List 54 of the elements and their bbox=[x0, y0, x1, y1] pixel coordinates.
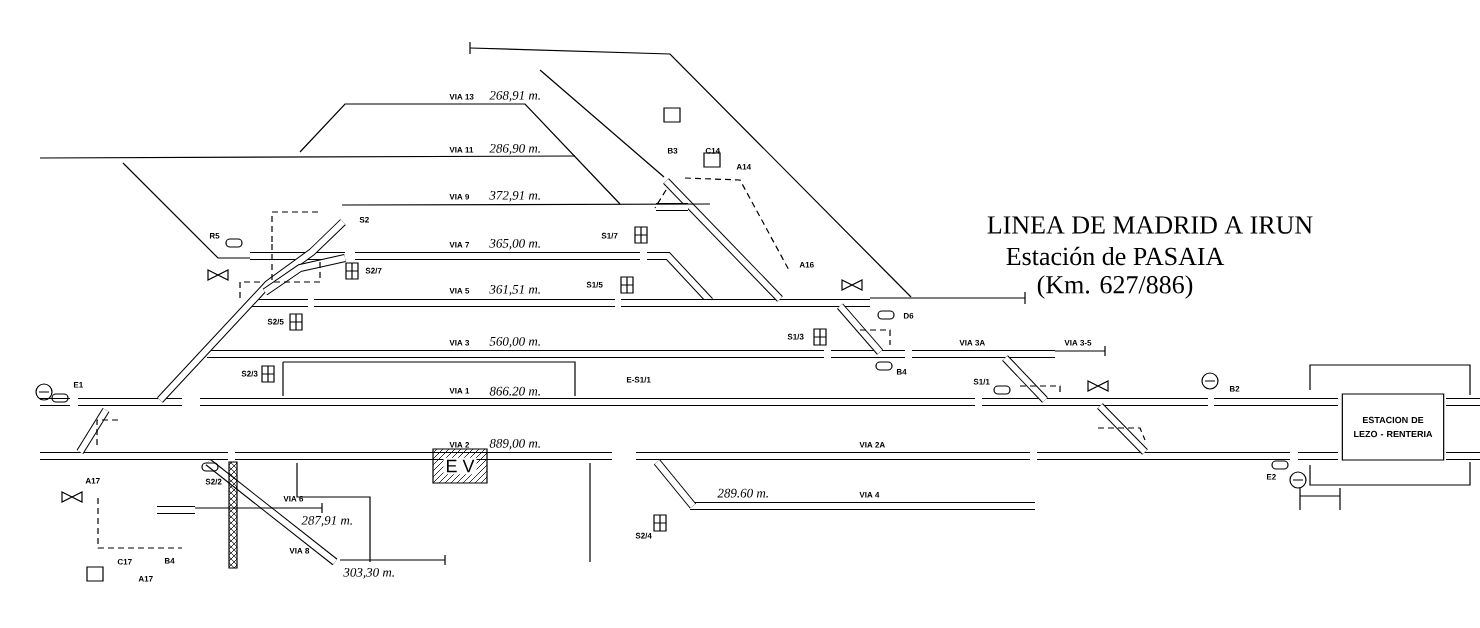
length-label: 287,91 m. bbox=[301, 516, 352, 527]
track-label: VIA 3-5 bbox=[1064, 339, 1092, 346]
length-label: 560,00 m. bbox=[489, 337, 540, 348]
track-label: VIA 11 bbox=[449, 147, 474, 153]
signal-label: C14 bbox=[705, 147, 720, 154]
track-label: VIA 4 bbox=[859, 492, 880, 498]
signal-label: S2/4 bbox=[635, 532, 652, 539]
track-label: VIA 1 bbox=[449, 388, 470, 394]
signal-label: E1 bbox=[73, 382, 83, 388]
signal-label: S2/3 bbox=[241, 370, 258, 377]
signal-label: S1/5 bbox=[586, 281, 603, 288]
track-label: VIA 3 bbox=[449, 339, 470, 346]
track-label: VIA 6 bbox=[283, 495, 304, 502]
signal-label: A17 bbox=[138, 576, 153, 582]
length-label: 365,00 m. bbox=[489, 239, 540, 250]
length-label: 268,91 m. bbox=[489, 91, 540, 102]
subtitle: (Km. 627/886) bbox=[1037, 275, 1193, 299]
track-label: VIA 13 bbox=[449, 93, 474, 100]
signal-label: S2 bbox=[359, 216, 369, 223]
hatched-box: E V bbox=[432, 448, 488, 484]
signal-label: S2/2 bbox=[205, 478, 222, 485]
station-box: ESTACION DE LEZO - RENTERIA bbox=[1341, 393, 1445, 461]
signal-label: B4 bbox=[896, 369, 907, 375]
track-label: VIA 9 bbox=[449, 193, 470, 200]
length-label: 361,51 m. bbox=[489, 285, 540, 296]
signal-label: S2/5 bbox=[267, 318, 284, 325]
signal-label: C17 bbox=[117, 558, 132, 565]
length-label: 303,30 m. bbox=[343, 568, 394, 579]
signal-label: B4 bbox=[164, 558, 175, 564]
length-label: 889,00 m. bbox=[489, 439, 540, 450]
track-label: VIA 8 bbox=[289, 547, 310, 554]
signal-label: A14 bbox=[736, 164, 751, 170]
signal-label: S1/1 bbox=[973, 378, 990, 385]
signal-label: E2 bbox=[1266, 474, 1276, 480]
track-label: VIA 3A bbox=[959, 339, 985, 346]
track-label: VIA 7 bbox=[449, 242, 470, 248]
signal-label: S1/7 bbox=[601, 232, 618, 239]
signal-label: R5 bbox=[209, 233, 220, 239]
track-label: VIA 5 bbox=[449, 288, 470, 294]
signal-label: B2 bbox=[1229, 386, 1240, 392]
signal-label: S2/7 bbox=[365, 267, 382, 274]
signal-label: E-S1/1 bbox=[626, 376, 651, 383]
signal-label: D6 bbox=[903, 312, 914, 319]
signal-label: A17 bbox=[85, 478, 100, 484]
subtitle: Estación de PASAIA bbox=[1006, 246, 1225, 266]
signal-label: S1/3 bbox=[787, 333, 804, 340]
length-label: 289.60 m. bbox=[717, 488, 768, 498]
signal-label: A16 bbox=[799, 261, 814, 268]
length-label: 286,90 m. bbox=[489, 144, 540, 155]
title: LINEA DE MADRID A IRUN bbox=[987, 216, 1313, 234]
length-label: 372,91 m. bbox=[489, 191, 540, 202]
length-label: 866.20 m. bbox=[489, 386, 540, 396]
track-label: VIA 2A bbox=[859, 442, 885, 448]
signal-label: B3 bbox=[667, 147, 678, 154]
